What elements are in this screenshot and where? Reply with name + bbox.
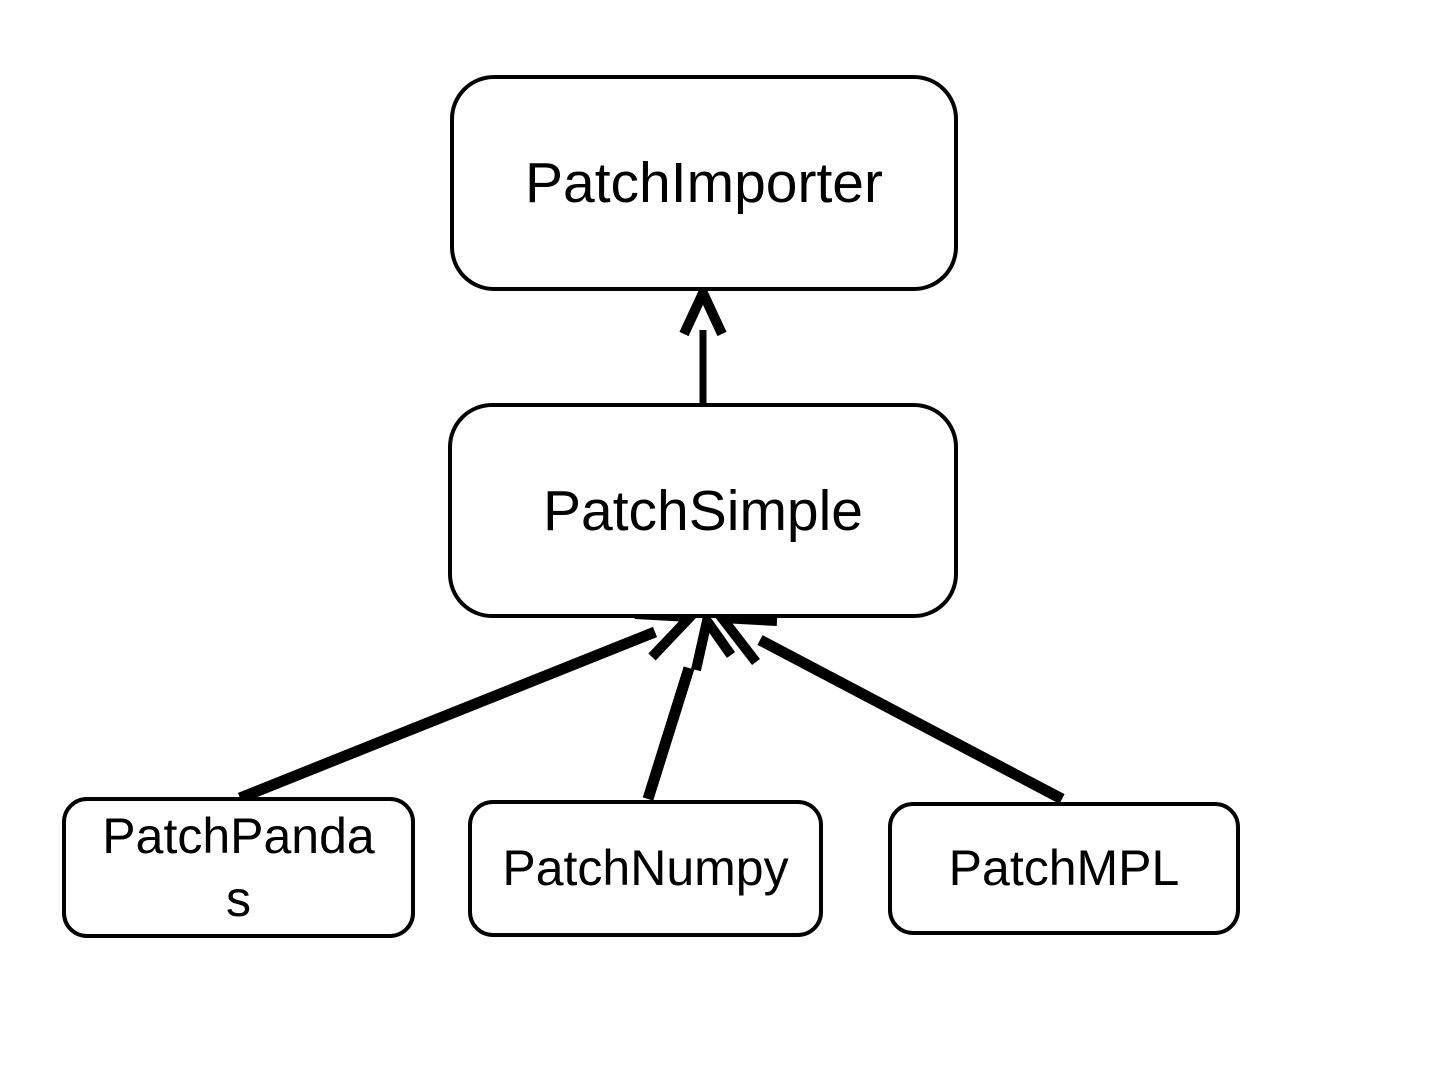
edge-patchnumpy-to-patchsimple	[642, 608, 736, 801]
node-patchpandas: PatchPandas	[62, 797, 415, 938]
arrowhead-icon	[711, 612, 778, 666]
arrowhead-icon	[679, 281, 727, 337]
arrowhead-icon	[691, 608, 736, 672]
node-patchsimple-label: PatchSimple	[543, 478, 863, 543]
node-patchimporter: PatchImporter	[450, 75, 958, 291]
node-patchsimple: PatchSimple	[448, 403, 958, 618]
node-patchmpl-label: PatchMPL	[948, 840, 1180, 897]
edge-patchmpl-to-patchsimple	[711, 612, 1065, 804]
arrowhead-icon	[634, 609, 702, 661]
node-patchnumpy-label: PatchNumpy	[502, 840, 789, 897]
node-patchpandas-label: PatchPandas	[102, 808, 375, 927]
edge-patchsimple-to-patchimporter	[679, 281, 727, 404]
edge-patchpandas-to-patchsimple	[237, 609, 702, 804]
node-patchimporter-label: PatchImporter	[525, 151, 883, 215]
node-patchmpl: PatchMPL	[888, 802, 1240, 935]
node-patchnumpy: PatchNumpy	[468, 800, 823, 937]
